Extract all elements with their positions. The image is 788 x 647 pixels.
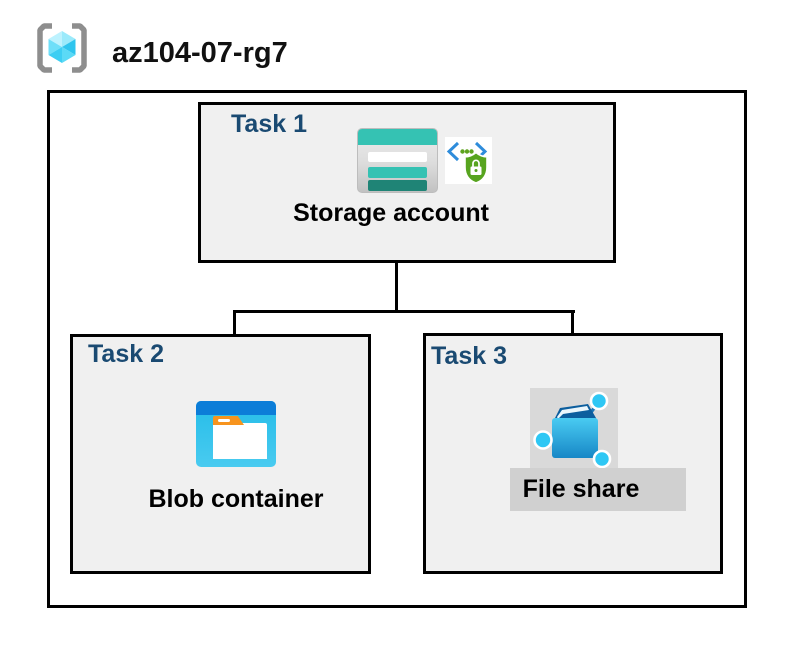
resource-group-name: az104-07-rg7 <box>112 37 288 69</box>
blob-container-label: Blob container <box>148 485 324 513</box>
storage-icon-stripe-dark-teal <box>368 180 427 191</box>
secure-transfer-icon <box>445 137 492 184</box>
task3-label: Task 3 <box>431 342 507 370</box>
storage-account-label: Storage account <box>293 199 489 227</box>
task2-label: Task 2 <box>88 340 164 368</box>
blob-icon-folder-tab <box>213 416 244 425</box>
file-share-label: File share <box>522 475 640 503</box>
file-share-label-background: File share <box>510 468 686 511</box>
blob-container-icon <box>196 401 276 467</box>
storage-account-icon <box>357 128 438 193</box>
connector-storage-stem <box>395 260 398 313</box>
blob-icon-top-band <box>196 401 276 415</box>
connector-branch-horizontal <box>233 310 575 313</box>
blob-icon-folder <box>213 423 267 459</box>
blob-icon-tab-dash <box>218 418 230 422</box>
file-share-icon <box>533 391 612 468</box>
storage-icon-stripe-white <box>368 152 427 162</box>
storage-icon-top-band <box>358 129 437 145</box>
task1-label: Task 1 <box>231 110 307 138</box>
storage-icon-stripe-teal <box>368 167 427 178</box>
file-share-icon-background <box>530 388 618 468</box>
resource-group-icon <box>37 23 87 73</box>
